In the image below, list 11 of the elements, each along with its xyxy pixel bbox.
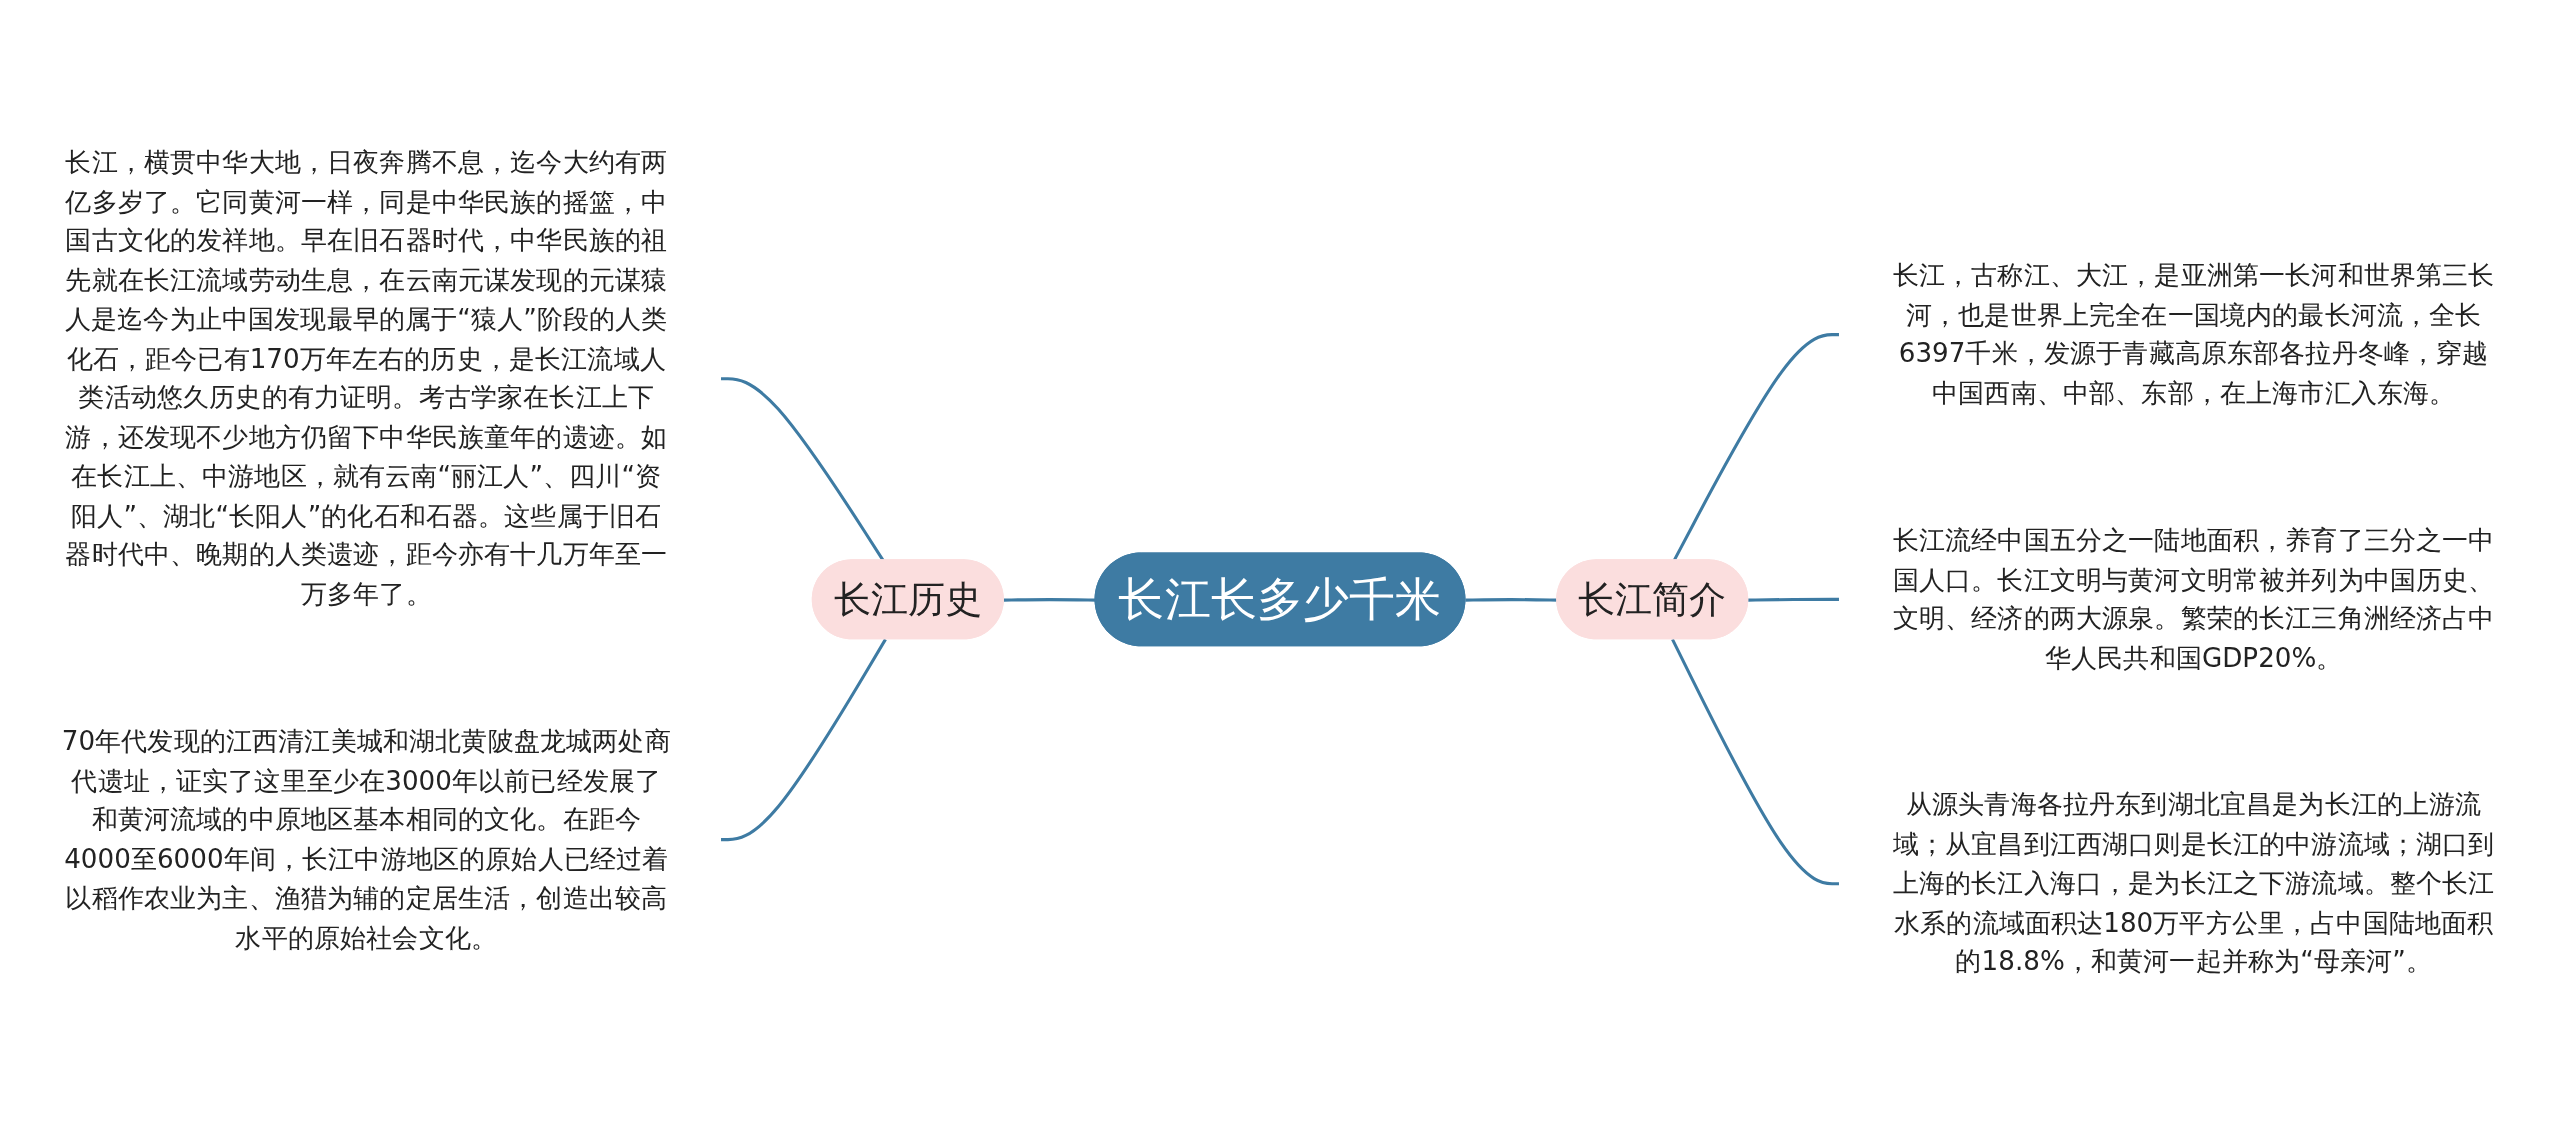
node-text: 长江，古称江、大江，是亚洲第一长河和世界第三长河，也是世界上完全在一国境内的最长河流，全长6397千米，发源于青藏高原东部各拉丹冬峰，穿越中国西南、中部、东部，在上海市汇入东海。 (1892, 259, 2495, 408)
connector (1671, 638, 1840, 886)
connector (1672, 333, 1840, 562)
connector (720, 377, 885, 562)
connector (720, 638, 887, 842)
node-text: 长江，横贯中华大地，日夜奔腾不息，迄今大约有两亿多岁了。它同黄河一样，同是中华民族的摇篮，中国古文化的发祥地。早在旧石器时代，中华民族的祖先就在长江流域劳动生息，在云南元谋发现的元谋猿人是迄今为止中国发现最早的属于“猿人”阶段的人类化石，距今已有170万年左右的历史，是长江流域人类活动悠久历史的有力证明。考古学家在长江上下游，还发现不少地方仍留下中华民族童年的遗迹。如在长江上、中游地区，就有云南“丽江人”、四川“资阳人”、湖北“长阳人”的化石和石器。这些属于旧石器时代中、晚期的人类遗迹，距今亦有十几万年至一万多年了。 (64, 146, 668, 609)
connector (1748, 597, 1840, 602)
node-text: 长江流经中国五分之一陆地面积，养育了三分之一中国人口。长江文明与黄河文明常被并列为中国历史、文明、经济的两大源泉。繁荣的长江三角洲经济占中华人民共和国GDP20%。 (1892, 523, 2495, 673)
connector (1465, 598, 1558, 602)
node-text: 从源头青海各拉丹东到湖北宜昌是为长江的上游流域；从宜昌到江西湖口则是长江的中游流域；湖口到上海的长江入海口，是为长江之下游流域。整个长江水系的流域面积达180万平方公里，占中国陆地面积的18.8%，和黄河一起并称为“母亲河”。 (1892, 788, 2495, 977)
node-text: 70年代发现的江西清江美城和湖北黄陂盘龙城两处商代遗址，证实了这里至少在3000年以前已经发展了和黄河流域的中原地区基本相同的文化。在距今4000至6000年间，长江中游地区的原始人已经过着以稻作农业为主、渔猎为辅的定居生活，创造出较高水平的原始社会文化。 (61, 724, 671, 952)
